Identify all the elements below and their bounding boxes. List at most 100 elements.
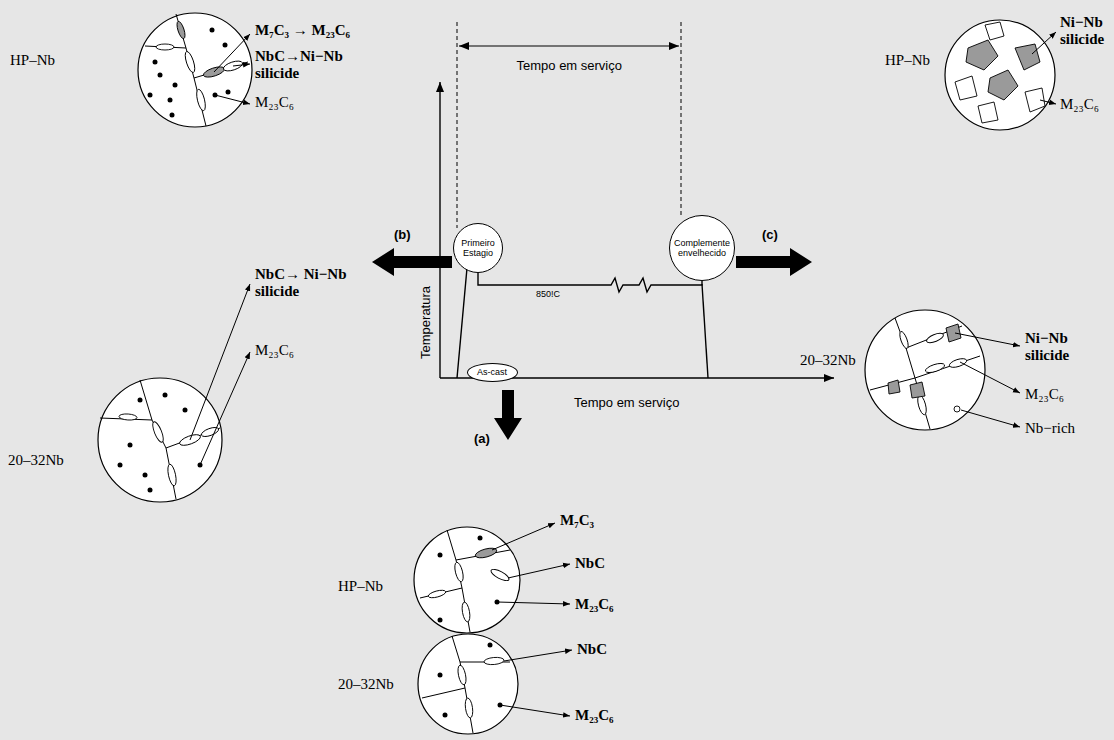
precipitate-dot — [173, 83, 178, 88]
carbide — [924, 362, 945, 375]
alloy-heading: HP–Nb — [885, 52, 930, 69]
carbide — [428, 589, 447, 599]
temperature-axis — [439, 82, 440, 378]
carbide — [484, 657, 505, 666]
leader-line — [214, 34, 250, 72]
profile-connector — [478, 273, 702, 292]
phase-label: Nb−rich — [1025, 420, 1075, 437]
nb-rich-particle — [954, 406, 960, 412]
phase-label: NbC→ Ni−Nb silicide — [255, 266, 375, 301]
leader-line — [233, 64, 250, 66]
leader-line — [508, 564, 570, 578]
carbide — [166, 464, 177, 487]
connector-group — [478, 273, 702, 292]
precipitate-dot — [163, 393, 168, 398]
axis-title: Tempo em serviço — [574, 396, 679, 411]
span-arrow — [459, 46, 679, 47]
stage-text: Complemente envelhecido — [673, 238, 731, 259]
silicide-particle — [910, 382, 925, 398]
carbide — [456, 664, 467, 685]
stage-circle: Primeiro Estagio — [453, 223, 503, 273]
alloy-heading: 20–32Nb — [338, 676, 394, 693]
precipitate-dot — [443, 713, 448, 718]
alloy-heading: HP–Nb — [10, 52, 55, 69]
leader-line — [500, 705, 570, 716]
carbide — [183, 50, 196, 73]
phase-label: M₂₃C₆ — [255, 94, 294, 111]
silicide-particle — [946, 324, 961, 342]
carbide — [156, 44, 174, 50]
heating-line — [457, 268, 467, 378]
time-span-label: Tempo em serviço — [517, 59, 622, 74]
silicide-particle — [1015, 44, 1040, 70]
precipitate-dot — [168, 98, 173, 103]
stage-text: As-cast — [477, 367, 507, 377]
phase-label: M₂₃C₆ — [575, 596, 613, 613]
stage-ellipse: As-cast — [467, 363, 518, 382]
carbide — [119, 413, 137, 420]
phase-label: M₇C₃ — [560, 512, 594, 529]
stage-letter: (a) — [474, 432, 490, 447]
silicide-particle — [988, 70, 1018, 100]
carbide — [151, 420, 166, 443]
precipitate-dot — [148, 93, 153, 98]
leader-line — [955, 333, 1020, 346]
stage-arrow — [372, 248, 452, 276]
carbide — [916, 394, 928, 415]
phase-label: M₂₃C₆ — [575, 707, 613, 724]
carbide — [461, 602, 471, 623]
dashed-guide — [681, 22, 682, 218]
precipitate-dot — [223, 43, 228, 48]
precipitate-dot — [210, 28, 215, 33]
micro-circle — [414, 527, 520, 633]
carbide — [490, 567, 511, 583]
phase-label: M₂₃C₆ — [1025, 386, 1064, 403]
stage-text: Primeiro Estagio — [458, 238, 498, 259]
phase-label: NbC — [575, 555, 605, 572]
precipitate-dot — [488, 643, 493, 648]
precipitate-dot — [128, 443, 133, 448]
precipitate-dot — [183, 408, 188, 413]
carbide — [948, 357, 967, 369]
leader-line — [1040, 100, 1056, 104]
precipitate-dot — [143, 473, 148, 478]
carbide — [955, 76, 977, 100]
stage-letter: (b) — [394, 228, 411, 243]
leader-line — [961, 410, 1020, 427]
dashed-guide — [457, 22, 458, 228]
stage-arrow — [494, 390, 522, 440]
micro-circle — [138, 13, 252, 127]
microstructure — [865, 310, 1020, 430]
silicide-particle — [888, 380, 900, 394]
microstructure — [414, 523, 570, 633]
carbide — [474, 546, 497, 559]
precipitate-dot — [226, 90, 231, 95]
micro-circle — [945, 20, 1055, 130]
carbide — [978, 102, 998, 123]
phase-label: NbC→Ni−Nb silicide — [255, 48, 370, 83]
temperature-label: 850!C — [534, 289, 562, 299]
micro-circle — [98, 378, 222, 502]
carbide — [464, 698, 474, 719]
precipitate-dot — [158, 73, 163, 78]
leader-line — [960, 362, 1020, 393]
stage-circle: Complemente envelhecido — [669, 215, 735, 281]
leader-line — [1032, 32, 1056, 54]
carbide — [925, 331, 944, 344]
axis-title: Temperatura — [419, 285, 434, 358]
precipitate-dot — [138, 398, 143, 403]
phase-label: M₇C₃ → M₂₃C₆ — [255, 22, 350, 39]
phase-label: Ni−Nb silicide — [1025, 330, 1085, 365]
carbide — [175, 21, 186, 40]
microstructure — [418, 634, 572, 734]
grain-boundary — [895, 318, 930, 429]
alloy-heading: 20–32Nb — [800, 352, 856, 369]
phase-label: M₂₃C₆ — [1060, 96, 1099, 113]
leader-line — [200, 352, 250, 465]
grain-boundary — [452, 636, 473, 733]
precipitate-dot — [118, 463, 123, 468]
